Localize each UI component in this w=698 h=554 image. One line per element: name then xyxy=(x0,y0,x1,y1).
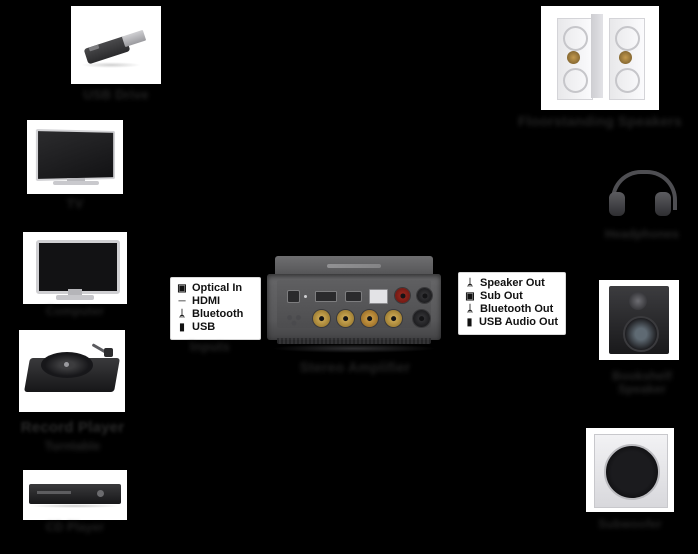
inputs-label-box[interactable]: ▣ Optical In ─ HDMI ᛦ Bluetooth ▮ USB xyxy=(170,277,261,340)
amplifier-top-panel xyxy=(275,256,433,278)
rca-black-bottom[interactable] xyxy=(413,310,430,327)
source-thumb-computer[interactable] xyxy=(23,232,127,304)
output-row-bluetooth[interactable]: ᛦ Bluetooth Out xyxy=(465,303,558,316)
usb-port[interactable] xyxy=(345,291,362,302)
source-thumb-usb-drive[interactable] xyxy=(71,6,161,84)
input-label-usb: USB xyxy=(192,321,216,333)
bluetooth-icon: ᛦ xyxy=(179,309,185,320)
rca-gold-4[interactable] xyxy=(385,310,402,327)
ethernet-port[interactable] xyxy=(369,289,388,304)
subwoofer-image xyxy=(586,428,674,512)
output-label-bluetooth: Bluetooth Out xyxy=(480,303,554,315)
source-caption-cd-player: CD Player xyxy=(45,520,105,534)
source-thumb-cd-player[interactable] xyxy=(23,470,127,520)
output-label-sub: Sub Out xyxy=(480,290,523,302)
computer-image xyxy=(23,232,127,304)
bookshelf-speaker-image xyxy=(599,280,679,360)
input-label-bluetooth: Bluetooth xyxy=(192,308,244,320)
television-image xyxy=(27,120,123,194)
rca-out-red[interactable] xyxy=(395,288,410,303)
inputs-box-caption: Inputs xyxy=(189,339,231,354)
output-label-speaker: Speaker Out xyxy=(480,277,545,289)
destination-caption-tower-speakers: Floorstanding Speakers xyxy=(518,113,682,129)
destination-thumb-bookshelf-speaker[interactable] xyxy=(599,280,679,360)
input-row-optical[interactable]: ▣ Optical In xyxy=(177,282,253,295)
source-caption-usb-drive: USB Drive xyxy=(83,87,149,102)
sub-out-icon: ▣ xyxy=(465,291,475,302)
input-row-usb[interactable]: ▮ USB xyxy=(177,321,253,334)
source-thumb-record-player[interactable] xyxy=(19,330,125,412)
usb-audio-out-icon: ▮ xyxy=(466,317,473,328)
amplifier-face-plate xyxy=(277,280,432,328)
output-label-usb-audio: USB Audio Out xyxy=(478,316,558,328)
cd-player-image xyxy=(23,470,127,520)
output-row-sub[interactable]: ▣ Sub Out xyxy=(465,290,558,303)
rca-out-black-top[interactable] xyxy=(417,288,432,303)
usb-icon: ▮ xyxy=(179,322,185,333)
bluetooth-out-icon: ᛦ xyxy=(467,304,473,315)
tower-speakers-image xyxy=(541,6,659,110)
destination-caption-subwoofer: Subwoofer xyxy=(598,517,662,531)
optical-icon: ▣ xyxy=(177,283,187,294)
source-thumb-television[interactable] xyxy=(27,120,123,194)
amplifier-vent xyxy=(277,338,431,344)
record-player-image xyxy=(19,330,125,412)
usb-drive-image xyxy=(71,6,161,84)
rca-gold-1[interactable] xyxy=(313,310,330,327)
destination-thumb-subwoofer[interactable] xyxy=(586,428,674,512)
input-row-bluetooth[interactable]: ᛦ Bluetooth xyxy=(177,308,253,321)
input-label-hdmi: HDMI xyxy=(192,295,221,307)
source-caption-television: TV xyxy=(66,196,84,211)
center-device-caption: Stereo Amplifier xyxy=(299,359,411,375)
hdmi-port[interactable] xyxy=(315,291,337,302)
input-label-optical: Optical In xyxy=(192,282,243,294)
source-caption-computer: Computer xyxy=(45,304,105,318)
speaker-out-icon: ᛦ xyxy=(467,278,473,289)
input-row-hdmi[interactable]: ─ HDMI xyxy=(177,295,253,308)
headphones-image xyxy=(597,160,685,222)
destination-caption-headphones: Headphones xyxy=(604,227,679,241)
rca-gold-2[interactable] xyxy=(337,310,354,327)
optical-port[interactable] xyxy=(287,290,300,303)
amplifier-shadow xyxy=(272,344,436,353)
output-row-usb-audio[interactable]: ▮ USB Audio Out xyxy=(465,316,558,329)
outputs-label-box[interactable]: ᛦ Speaker Out ▣ Sub Out ᛦ Bluetooth Out … xyxy=(458,272,566,335)
amplifier-device[interactable] xyxy=(263,256,445,350)
amplifier-rear-panel xyxy=(267,274,441,344)
source-caption-record-player-sub: Turntable xyxy=(44,439,101,453)
service-led xyxy=(304,295,307,298)
output-row-speaker[interactable]: ᛦ Speaker Out xyxy=(465,277,558,290)
destination-thumb-headphones[interactable] xyxy=(597,160,685,222)
hdmi-icon: ─ xyxy=(178,296,186,307)
destination-caption-bookshelf-speaker: Bookshelf Speaker xyxy=(612,369,672,396)
speaker-binding-posts[interactable] xyxy=(283,312,305,326)
source-caption-record-player: Record Player xyxy=(20,419,125,436)
destination-thumb-tower-speakers[interactable] xyxy=(541,6,659,110)
rca-gold-3[interactable] xyxy=(361,310,378,327)
